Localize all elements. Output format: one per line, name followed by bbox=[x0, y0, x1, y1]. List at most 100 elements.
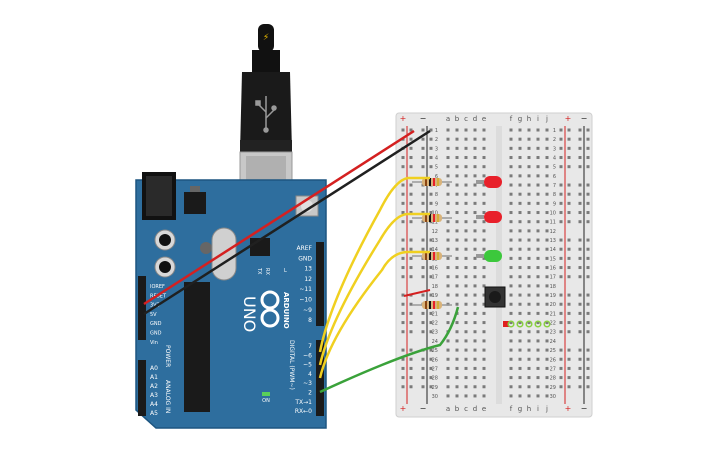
breadboard-hole[interactable] bbox=[455, 128, 459, 132]
breadboard-hole[interactable] bbox=[518, 247, 522, 251]
breadboard-hole[interactable] bbox=[509, 302, 513, 306]
breadboard-hole[interactable] bbox=[473, 211, 477, 215]
rail-hole[interactable] bbox=[421, 330, 425, 334]
breadboard-hole[interactable] bbox=[464, 266, 468, 270]
breadboard-hole[interactable] bbox=[464, 201, 468, 205]
breadboard-hole[interactable] bbox=[473, 321, 477, 325]
breadboard-hole[interactable] bbox=[518, 348, 522, 352]
selected-hole[interactable] bbox=[503, 321, 509, 327]
breadboard-hole[interactable] bbox=[464, 192, 468, 196]
breadboard-hole[interactable] bbox=[455, 330, 459, 334]
breadboard-hole[interactable] bbox=[509, 266, 513, 270]
breadboard-hole[interactable] bbox=[545, 192, 549, 196]
breadboard-hole[interactable] bbox=[464, 183, 468, 187]
breadboard-hole[interactable] bbox=[527, 302, 531, 306]
rail-hole[interactable] bbox=[567, 201, 571, 205]
led-red-1[interactable] bbox=[476, 176, 502, 188]
rail-hole[interactable] bbox=[401, 156, 405, 160]
rail-hole[interactable] bbox=[421, 311, 425, 315]
breadboard-hole[interactable] bbox=[455, 192, 459, 196]
breadboard-hole[interactable] bbox=[473, 266, 477, 270]
rail-hole[interactable] bbox=[586, 211, 590, 215]
breadboard-hole[interactable] bbox=[536, 284, 540, 288]
breadboard-hole[interactable] bbox=[482, 293, 486, 297]
breadboard-hole[interactable] bbox=[473, 146, 477, 150]
breadboard-hole[interactable] bbox=[482, 339, 486, 343]
breadboard-hole[interactable] bbox=[536, 256, 540, 260]
breadboard-hole[interactable] bbox=[482, 366, 486, 370]
breadboard-hole[interactable] bbox=[446, 311, 450, 315]
wire-5v[interactable] bbox=[143, 129, 415, 306]
rail-hole[interactable] bbox=[401, 357, 405, 361]
breadboard-hole[interactable] bbox=[446, 238, 450, 242]
breadboard-hole[interactable] bbox=[518, 321, 522, 325]
breadboard-hole[interactable] bbox=[518, 183, 522, 187]
breadboard-hole[interactable] bbox=[518, 330, 522, 334]
breadboard-hole[interactable] bbox=[464, 165, 468, 169]
breadboard-hole[interactable] bbox=[455, 165, 459, 169]
rail-hole[interactable] bbox=[578, 220, 582, 224]
breadboard-hole[interactable] bbox=[482, 128, 486, 132]
rail-hole[interactable] bbox=[409, 183, 413, 187]
rail-hole[interactable] bbox=[578, 302, 582, 306]
rail-hole[interactable] bbox=[401, 330, 405, 334]
rail-hole[interactable] bbox=[409, 211, 413, 215]
breadboard-hole[interactable] bbox=[455, 238, 459, 242]
breadboard-hole[interactable] bbox=[518, 394, 522, 398]
breadboard-hole[interactable] bbox=[518, 385, 522, 389]
breadboard-hole[interactable] bbox=[545, 156, 549, 160]
rail-hole[interactable] bbox=[559, 146, 563, 150]
breadboard-hole[interactable] bbox=[545, 220, 549, 224]
rail-hole[interactable] bbox=[409, 366, 413, 370]
breadboard-hole[interactable] bbox=[545, 128, 549, 132]
rail-hole[interactable] bbox=[421, 192, 425, 196]
breadboard-hole[interactable] bbox=[446, 284, 450, 288]
rail-hole[interactable] bbox=[409, 321, 413, 325]
breadboard-hole[interactable] bbox=[527, 293, 531, 297]
breadboard-hole[interactable] bbox=[446, 275, 450, 279]
breadboard-hole[interactable] bbox=[509, 366, 513, 370]
rail-hole[interactable] bbox=[409, 137, 413, 141]
breadboard-hole[interactable] bbox=[473, 201, 477, 205]
rail-hole[interactable] bbox=[421, 376, 425, 380]
breadboard-hole[interactable] bbox=[536, 192, 540, 196]
breadboard-hole[interactable] bbox=[536, 311, 540, 315]
rail-hole[interactable] bbox=[401, 275, 405, 279]
breadboard-hole[interactable] bbox=[527, 201, 531, 205]
rail-hole[interactable] bbox=[559, 321, 563, 325]
digital-header-top[interactable] bbox=[316, 242, 324, 326]
breadboard-hole[interactable] bbox=[455, 156, 459, 160]
rail-hole[interactable] bbox=[401, 293, 405, 297]
breadboard-hole[interactable] bbox=[482, 275, 486, 279]
breadboard-hole[interactable] bbox=[446, 247, 450, 251]
rail-hole[interactable] bbox=[409, 330, 413, 334]
rail-hole[interactable] bbox=[409, 201, 413, 205]
breadboard-hole[interactable] bbox=[473, 293, 477, 297]
rail-hole[interactable] bbox=[429, 311, 433, 315]
breadboard-hole[interactable] bbox=[446, 339, 450, 343]
breadboard-hole[interactable] bbox=[482, 229, 486, 233]
rail-hole[interactable] bbox=[567, 238, 571, 242]
breadboard-hole[interactable] bbox=[446, 183, 450, 187]
rail-hole[interactable] bbox=[586, 357, 590, 361]
breadboard-hole[interactable] bbox=[473, 366, 477, 370]
rail-hole[interactable] bbox=[401, 266, 405, 270]
breadboard-hole[interactable] bbox=[473, 302, 477, 306]
rail-hole[interactable] bbox=[429, 348, 433, 352]
breadboard-hole[interactable] bbox=[527, 220, 531, 224]
breadboard-hole[interactable] bbox=[473, 174, 477, 178]
rail-hole[interactable] bbox=[409, 220, 413, 224]
breadboard-hole[interactable] bbox=[518, 275, 522, 279]
breadboard-hole[interactable] bbox=[464, 211, 468, 215]
rail-hole[interactable] bbox=[401, 128, 405, 132]
rail-hole[interactable] bbox=[409, 357, 413, 361]
wire-pin-7[interactable] bbox=[318, 176, 430, 353]
rail-hole[interactable] bbox=[409, 192, 413, 196]
rail-hole[interactable] bbox=[586, 192, 590, 196]
rail-hole[interactable] bbox=[429, 376, 433, 380]
rail-hole[interactable] bbox=[409, 247, 413, 251]
rail-hole[interactable] bbox=[559, 128, 563, 132]
breadboard-hole[interactable] bbox=[473, 256, 477, 260]
